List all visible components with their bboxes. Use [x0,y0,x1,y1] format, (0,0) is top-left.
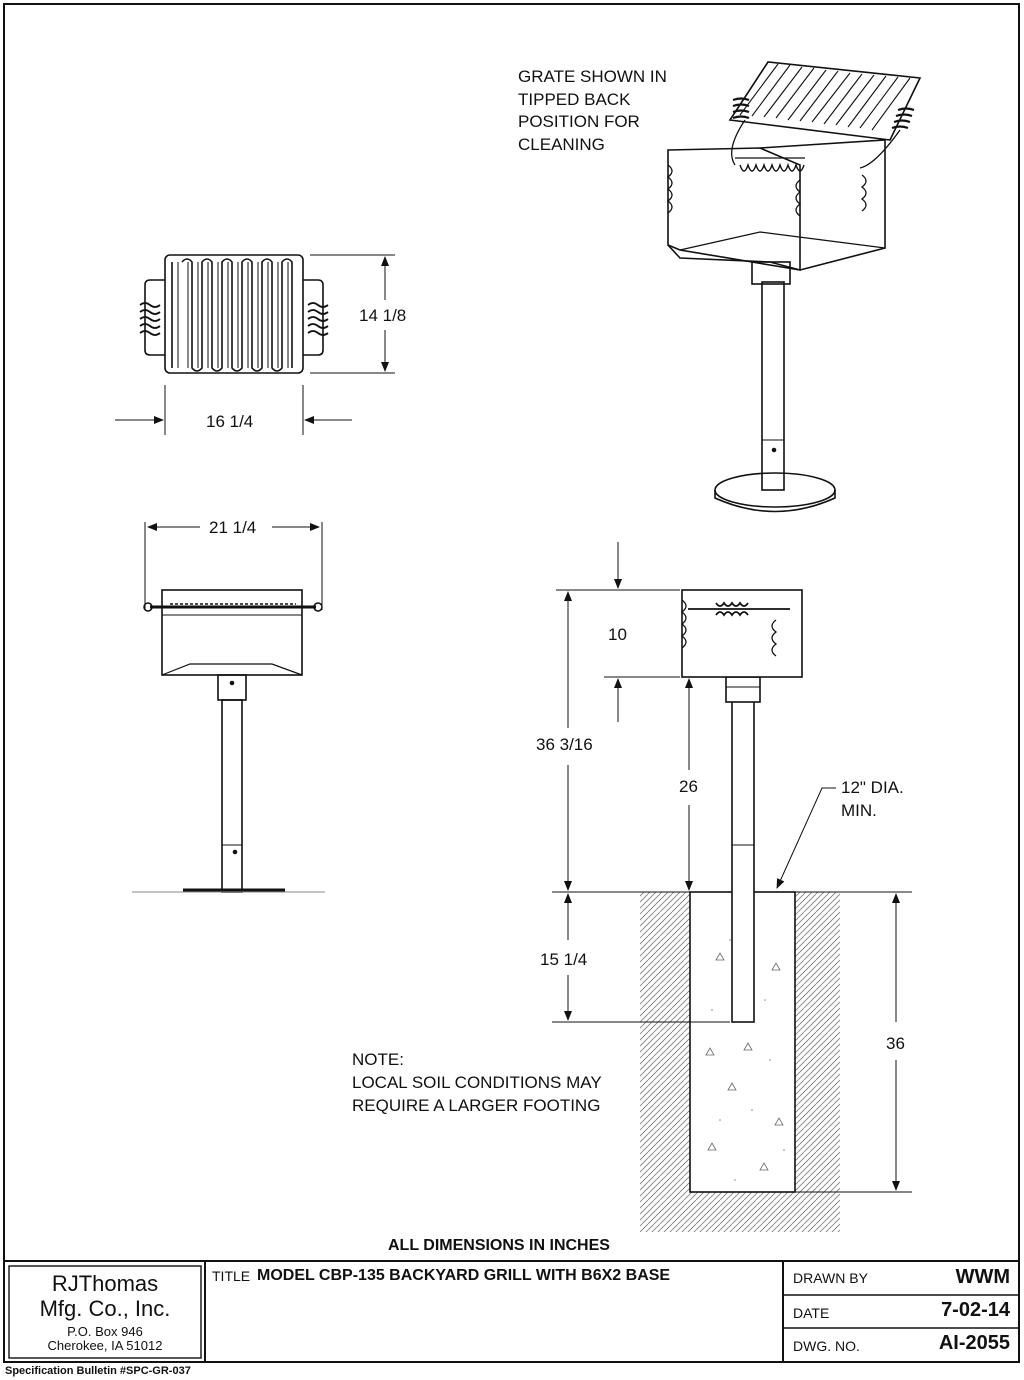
dim-footing-depth: 36 [886,1034,905,1053]
front-elevation [132,522,325,893]
company-name-line-2: Mfg. Co., Inc. [39,1296,171,1321]
drawn-by-label: DRAWN BY [793,1270,868,1286]
grate-tipped-note-line-2: TIPPED BACK [518,90,631,109]
grate-tipped-note-line-1: GRATE SHOWN IN [518,67,667,86]
footing-section [552,542,912,1232]
footing-note-line-1: NOTE: [352,1050,404,1069]
grate-tipped-note-line-3: POSITION FOR [518,112,640,131]
dwg-no-value: AI-2055 [938,1332,1010,1354]
title-block-lines [4,1260,1019,1362]
company-name-line-1: RJThomas [51,1271,159,1296]
footing-note-line-3: REQUIRE A LARGER FOOTING [352,1096,601,1115]
footing-note-line-2: LOCAL SOIL CONDITIONS MAY [352,1073,602,1092]
dim-overall-height: 36 3/16 [536,735,593,754]
grate-tipped-note-line-4: CLEANING [518,135,605,154]
dim-embed-depth: 15 1/4 [540,950,588,969]
dim-grate-width: 16 1/4 [206,412,254,431]
all-dimensions-note: ALL DIMENSIONS IN INCHES [388,1237,610,1254]
dim-firebox-depth: 10 [608,625,627,644]
dwg-no-label: DWG. NO. [793,1338,860,1354]
dim-overall-width: 21 1/4 [209,518,257,537]
isometric-view [666,61,922,513]
hole-diameter-note-line-1: 12" DIA. [841,778,904,797]
specification-bulletin: Specification Bulletin #SPC-GR-037 [5,1365,191,1377]
company-address-line-2: Cherokee, IA 51012 [47,1338,163,1353]
drawn-by-value: WWM [955,1266,1010,1288]
date-value: 7-02-14 [941,1299,1010,1321]
dim-post-above-grade: 26 [679,777,698,796]
date-label: DATE [793,1305,830,1321]
top-view-dimensions [115,254,395,435]
title-label: TITLE [212,1268,251,1284]
drawing-title: MODEL CBP-135 BACKYARD GRILL WITH B6X2 B… [257,1267,671,1284]
top-view-grate [139,254,329,374]
hole-diameter-note-line-2: MIN. [841,801,877,820]
company-address-line-1: P.O. Box 946 [67,1324,143,1339]
dim-grate-depth: 14 1/8 [359,306,407,325]
sheet-border [3,3,1020,1363]
